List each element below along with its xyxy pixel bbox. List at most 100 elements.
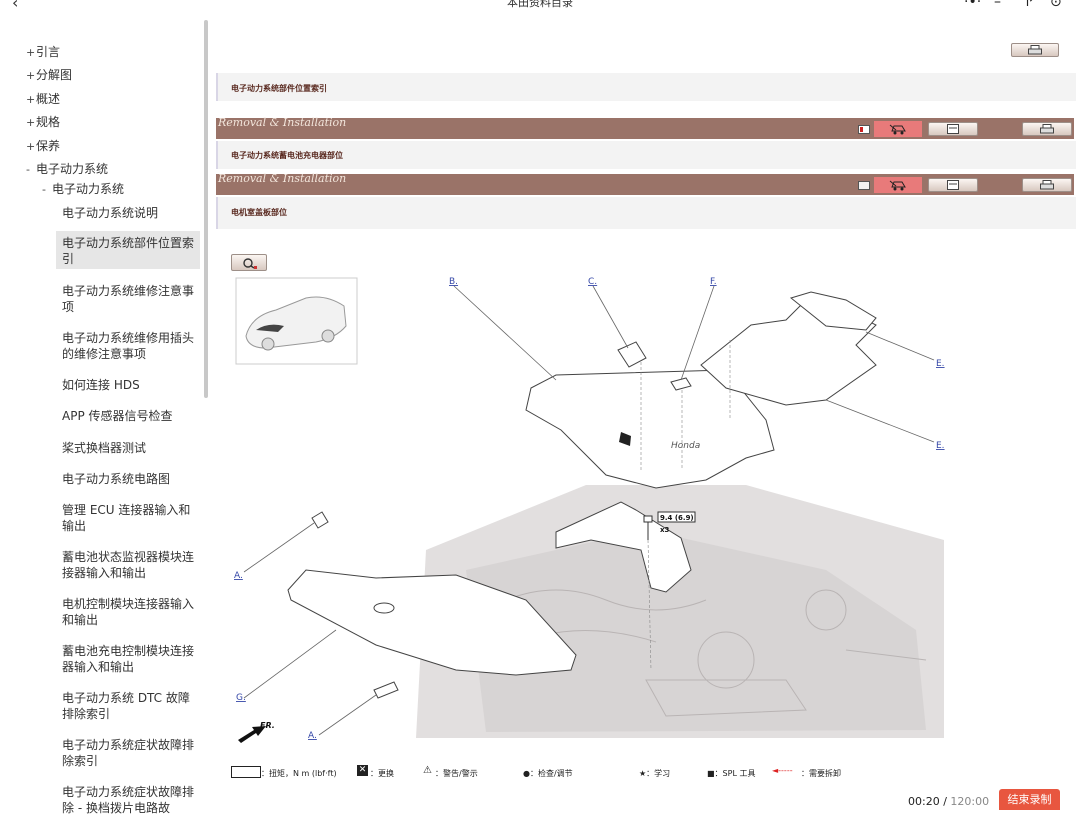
torque-box-icon bbox=[231, 766, 261, 778]
minimize-icon[interactable]: – bbox=[994, 0, 1001, 10]
section-title: 电子动力系统蓄电池充电器部位 bbox=[231, 151, 343, 160]
section-header bbox=[216, 197, 1076, 229]
legend-remove: ：需要拆卸 bbox=[801, 769, 841, 778]
bracket bbox=[555, 501, 692, 593]
sidebar-leaf-selected[interactable]: 电子动力系统部件位置索引 bbox=[56, 231, 200, 269]
band-label: Removal & Installation bbox=[218, 172, 347, 185]
car-thumbnail-icon bbox=[245, 296, 347, 351]
more-icon[interactable]: ·•· bbox=[964, 0, 982, 10]
brand-mark: Honda bbox=[671, 441, 700, 451]
callout-e[interactable]: E. bbox=[936, 441, 945, 451]
vehicle-button[interactable] bbox=[874, 177, 922, 193]
sidebar-leaf[interactable]: APP 传感器信号检查 bbox=[62, 409, 173, 423]
sidebar-leaf[interactable]: 电子动力系统症状故障排除 - 换档拨片电路故 bbox=[62, 785, 195, 815]
remove-arrow-icon: ◄----- bbox=[772, 766, 793, 775]
sidebar-leaf[interactable]: 电子动力系统电路图 bbox=[62, 472, 171, 486]
print-icon bbox=[1040, 180, 1054, 190]
callout-f[interactable]: F. bbox=[710, 277, 717, 287]
sidebar-leaf[interactable]: 电子动力系统 DTC 故障排除索引 bbox=[62, 691, 190, 721]
sidebar-leaf[interactable]: 电机控制模块连接器输入和输出 bbox=[62, 597, 195, 627]
magnifier-icon bbox=[243, 258, 257, 269]
document-button[interactable] bbox=[928, 122, 978, 136]
cover-e bbox=[700, 304, 877, 406]
timer-separator: / bbox=[939, 795, 951, 808]
bolt-icon bbox=[643, 515, 653, 540]
legend-warning: ：警告/警示 bbox=[435, 769, 478, 778]
torque-value: 9.4 (6.9) bbox=[660, 514, 694, 522]
restore-icon[interactable]: ↱ bbox=[1024, 0, 1036, 10]
band-label: Removal & Installation bbox=[218, 116, 347, 129]
sidebar-item-intro[interactable]: +引言 bbox=[26, 45, 61, 59]
sidebar-item-exploded[interactable]: +分解图 bbox=[26, 68, 73, 82]
sidebar-leaf[interactable]: 管理 ECU 连接器输入和输出 bbox=[62, 503, 191, 533]
callout-a[interactable]: A. bbox=[234, 571, 243, 581]
back-icon[interactable]: ‹ bbox=[12, 0, 19, 12]
legend-learn: ★：学习 bbox=[639, 769, 671, 778]
engine-block bbox=[466, 530, 926, 732]
sidebar-leaf[interactable]: 电子动力系统维修注意事项 bbox=[62, 284, 195, 314]
zoom-button[interactable] bbox=[231, 254, 267, 271]
print-button[interactable] bbox=[1011, 43, 1059, 57]
sidebar-leaf[interactable]: 电子动力系统维修用插头的维修注意事项 bbox=[62, 331, 195, 361]
sidebar-leaf[interactable]: 电子动力系统症状故障排除索引 bbox=[62, 738, 195, 768]
sidebar-item-overview[interactable]: +概述 bbox=[26, 92, 61, 106]
callout-a[interactable]: A. bbox=[308, 731, 317, 741]
app-title: 本田资料目录 bbox=[507, 0, 573, 9]
document-icon bbox=[947, 180, 959, 190]
callout-c[interactable]: C. bbox=[588, 277, 597, 287]
close-icon[interactable]: ⊙ bbox=[1050, 0, 1062, 10]
legend-torque: ：扭矩，N m (lbf·ft) bbox=[261, 769, 337, 778]
bolt-qty: x3 bbox=[660, 526, 670, 534]
document-button[interactable] bbox=[928, 178, 978, 192]
front-arrow-icon: FR. bbox=[238, 721, 275, 743]
section-title: 电机室盖板部位 bbox=[231, 208, 287, 217]
component-diagram: Honda 9.4 (6.9) x3 B. C. F. E. E. bbox=[234, 277, 945, 743]
print-icon bbox=[1040, 124, 1054, 134]
section-header bbox=[216, 73, 1076, 101]
legend-inspect: ●：检查/调节 bbox=[523, 769, 573, 778]
sidebar-scrollbar[interactable] bbox=[204, 20, 208, 398]
sidebar-subitem-epower[interactable]: -电子动力系统 bbox=[42, 182, 125, 196]
sidebar-leaf[interactable]: 桨式换档器测试 bbox=[62, 441, 147, 455]
sidebar-item-maintenance[interactable]: +保养 bbox=[26, 139, 61, 153]
recording-timer: 00:20 / 120:00 bbox=[908, 795, 989, 808]
sidebar-leaf[interactable]: 蓄电池状态监视器模块连接器输入和输出 bbox=[62, 550, 195, 580]
print-button[interactable] bbox=[1022, 178, 1072, 192]
torque-box bbox=[657, 511, 696, 523]
sidebar-leaf[interactable]: 如何连接 HDS bbox=[62, 378, 140, 392]
vehicle-tool-icon bbox=[889, 124, 906, 135]
engine-cover-b bbox=[525, 369, 775, 489]
flag-icon bbox=[858, 125, 870, 134]
vehicle-button[interactable] bbox=[874, 121, 922, 137]
section-header bbox=[216, 141, 1076, 169]
callout-g[interactable]: G. bbox=[236, 693, 246, 703]
legend: ：扭矩，N m (lbf·ft) ✕ ：更换 ⚠ ：警告/警示 ●：检查/调节 … bbox=[231, 764, 871, 780]
legend-spl: ■：SPL 工具 bbox=[707, 769, 756, 778]
sidebar-leaf[interactable]: 电子动力系统说明 bbox=[62, 206, 159, 220]
cover-c bbox=[617, 341, 647, 368]
sidebar bbox=[0, 20, 208, 810]
cover-e-top bbox=[789, 291, 877, 331]
front-cover-g bbox=[287, 569, 577, 676]
print-button[interactable] bbox=[1022, 122, 1072, 136]
end-recording-button[interactable]: 结束录制 bbox=[999, 789, 1060, 810]
clip-a-lower bbox=[373, 681, 399, 699]
title-bar: ‹ 本田资料目录 ·•· – ↱ ⊙ bbox=[0, 0, 1080, 12]
print-icon bbox=[1028, 45, 1042, 55]
sidebar-item-epower[interactable]: -电子动力系统 bbox=[26, 162, 109, 176]
section-title: 电子动力系统部件位置索引 bbox=[231, 84, 327, 93]
warning-icon: ⚠ bbox=[423, 765, 432, 776]
flag-icon bbox=[858, 181, 870, 190]
replace-icon: ✕ bbox=[357, 765, 368, 776]
total-time: 120:00 bbox=[950, 795, 990, 808]
elapsed-time: 00:20 bbox=[908, 795, 940, 808]
document-icon bbox=[947, 124, 959, 134]
legend-replace: ：更换 bbox=[370, 769, 394, 778]
clip-a bbox=[311, 511, 329, 529]
sidebar-leaf[interactable]: 蓄电池充电控制模块连接器输入和输出 bbox=[62, 644, 195, 674]
vehicle-tool-icon bbox=[889, 180, 906, 191]
sidebar-item-specs[interactable]: +规格 bbox=[26, 115, 61, 129]
callout-e[interactable]: E. bbox=[936, 359, 945, 369]
svg-text:FR.: FR. bbox=[260, 721, 275, 730]
callout-b[interactable]: B. bbox=[449, 277, 458, 287]
